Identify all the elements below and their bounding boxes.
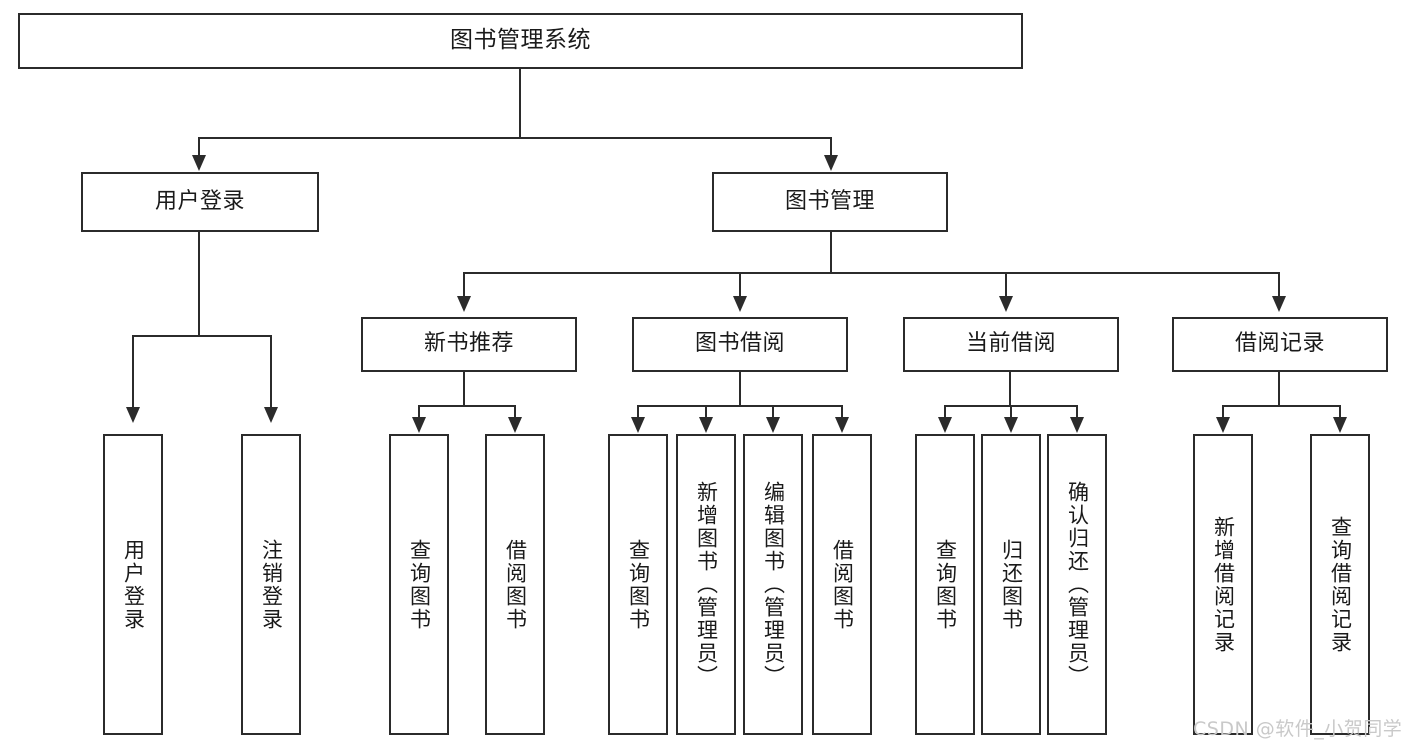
leaf-user-login[interactable]: 用户登录 bbox=[103, 434, 163, 735]
connector-book-borrow-stem bbox=[739, 372, 741, 407]
node-book-borrow-label: 图书借阅 bbox=[694, 331, 785, 357]
connector-book-manage-to-borrow-record bbox=[1278, 272, 1280, 298]
leaf-return-book-label: 归还图书 bbox=[999, 538, 1024, 631]
connector-book-manage-to-new-book bbox=[463, 272, 465, 298]
connector-book-borrow-bus bbox=[637, 405, 843, 407]
arrow-book-borrow-to-leaf-4 bbox=[835, 417, 849, 433]
leaf-query-book-1[interactable]: 查询图书 bbox=[389, 434, 449, 735]
connector-root-to-user-login bbox=[198, 137, 200, 157]
connector-current-borrow-stem bbox=[1009, 372, 1011, 407]
leaf-add-book-admin-label: 新增图书（管理员） bbox=[694, 481, 719, 688]
arrow-user-login-to-leaf-2 bbox=[264, 407, 278, 423]
connector-new-book-to-leaf-1 bbox=[418, 405, 420, 419]
leaf-add-borrow-record[interactable]: 新增借阅记录 bbox=[1193, 434, 1253, 735]
node-book-borrow[interactable]: 图书借阅 bbox=[632, 317, 848, 372]
connector-current-borrow-to-leaf-2 bbox=[1010, 405, 1012, 419]
arrow-root-to-book-manage bbox=[824, 155, 838, 171]
arrow-new-book-to-leaf-2 bbox=[508, 417, 522, 433]
connector-current-borrow-to-leaf-3 bbox=[1076, 405, 1078, 419]
leaf-query-borrow-record-label: 查询借阅记录 bbox=[1328, 515, 1353, 654]
leaf-borrow-book-1[interactable]: 借阅图书 bbox=[485, 434, 545, 735]
node-book-manage-label: 图书管理 bbox=[784, 188, 875, 214]
arrow-current-borrow-to-leaf-3 bbox=[1070, 417, 1084, 433]
connector-user-login-stem bbox=[198, 232, 200, 336]
leaf-add-book-admin[interactable]: 新增图书（管理员） bbox=[676, 434, 736, 735]
node-new-book-recommend[interactable]: 新书推荐 bbox=[361, 317, 577, 372]
watermark: CSDN @软件_小贺同学 bbox=[1193, 718, 1403, 740]
arrow-user-login-to-leaf-1 bbox=[126, 407, 140, 423]
connector-book-borrow-to-leaf-4 bbox=[841, 405, 843, 419]
connector-borrow-record-to-leaf-2 bbox=[1339, 405, 1341, 419]
leaf-return-book[interactable]: 归还图书 bbox=[981, 434, 1041, 735]
arrow-book-borrow-to-leaf-3 bbox=[766, 417, 780, 433]
connector-book-borrow-to-leaf-2 bbox=[705, 405, 707, 419]
connector-book-manage-to-current-borrow bbox=[1005, 272, 1007, 298]
leaf-logout[interactable]: 注销登录 bbox=[241, 434, 301, 735]
connector-book-borrow-to-leaf-3 bbox=[772, 405, 774, 419]
arrow-current-borrow-to-leaf-2 bbox=[1004, 417, 1018, 433]
connector-borrow-record-stem bbox=[1278, 372, 1280, 407]
node-current-borrow[interactable]: 当前借阅 bbox=[903, 317, 1119, 372]
connector-root-stem bbox=[519, 68, 521, 138]
leaf-edit-book-admin[interactable]: 编辑图书（管理员） bbox=[743, 434, 803, 735]
connector-book-manage-bus bbox=[463, 272, 1278, 274]
connector-current-borrow-to-leaf-1 bbox=[944, 405, 946, 419]
arrow-book-manage-to-borrow-record bbox=[1272, 296, 1286, 312]
connector-user-login-bus bbox=[132, 335, 270, 337]
arrow-borrow-record-to-leaf-1 bbox=[1216, 417, 1230, 433]
leaf-borrow-book-2[interactable]: 借阅图书 bbox=[812, 434, 872, 735]
leaf-query-book-1-label: 查询图书 bbox=[407, 538, 432, 631]
arrow-book-manage-to-book-borrow bbox=[733, 296, 747, 312]
node-root-system[interactable]: 图书管理系统 bbox=[18, 13, 1023, 69]
leaf-confirm-return-admin-label: 确认归还（管理员） bbox=[1065, 481, 1090, 688]
leaf-query-book-3[interactable]: 查询图书 bbox=[915, 434, 975, 735]
node-user-login[interactable]: 用户登录 bbox=[81, 172, 319, 232]
connector-user-login-to-leaf-1 bbox=[132, 335, 134, 409]
arrow-book-borrow-to-leaf-2 bbox=[699, 417, 713, 433]
connector-user-login-to-leaf-2 bbox=[270, 335, 272, 409]
leaf-confirm-return-admin[interactable]: 确认归还（管理员） bbox=[1047, 434, 1107, 735]
leaf-query-book-3-label: 查询图书 bbox=[933, 538, 958, 631]
arrow-current-borrow-to-leaf-1 bbox=[938, 417, 952, 433]
connector-book-manage-to-book-borrow bbox=[739, 272, 741, 298]
leaf-logout-label: 注销登录 bbox=[259, 538, 284, 631]
leaf-query-borrow-record[interactable]: 查询借阅记录 bbox=[1310, 434, 1370, 735]
node-book-manage[interactable]: 图书管理 bbox=[712, 172, 948, 232]
node-user-login-label: 用户登录 bbox=[154, 188, 245, 214]
leaf-borrow-book-2-label: 借阅图书 bbox=[830, 538, 855, 631]
arrow-book-manage-to-current-borrow bbox=[999, 296, 1013, 312]
leaf-borrow-book-1-label: 借阅图书 bbox=[503, 538, 528, 631]
connector-new-book-bus bbox=[418, 405, 516, 407]
arrow-new-book-to-leaf-1 bbox=[412, 417, 426, 433]
connector-borrow-record-to-leaf-1 bbox=[1222, 405, 1224, 419]
connector-book-borrow-to-leaf-1 bbox=[637, 405, 639, 419]
node-borrow-record-label: 借阅记录 bbox=[1234, 331, 1325, 357]
connector-book-manage-stem bbox=[830, 232, 832, 274]
node-borrow-record[interactable]: 借阅记录 bbox=[1172, 317, 1388, 372]
connector-root-to-book-manage bbox=[830, 137, 832, 157]
leaf-query-book-2-label: 查询图书 bbox=[626, 538, 651, 631]
connector-borrow-record-bus bbox=[1222, 405, 1341, 407]
arrow-book-borrow-to-leaf-1 bbox=[631, 417, 645, 433]
connector-new-book-to-leaf-2 bbox=[514, 405, 516, 419]
arrow-book-manage-to-new-book bbox=[457, 296, 471, 312]
leaf-query-book-2[interactable]: 查询图书 bbox=[608, 434, 668, 735]
node-root-system-label: 图书管理系统 bbox=[450, 27, 591, 54]
arrow-borrow-record-to-leaf-2 bbox=[1333, 417, 1347, 433]
leaf-user-login-label: 用户登录 bbox=[121, 538, 146, 631]
connector-root-bus bbox=[198, 137, 832, 139]
node-current-borrow-label: 当前借阅 bbox=[965, 331, 1056, 357]
leaf-add-borrow-record-label: 新增借阅记录 bbox=[1211, 515, 1236, 654]
node-new-book-recommend-label: 新书推荐 bbox=[423, 331, 514, 357]
connector-new-book-stem bbox=[463, 372, 465, 407]
leaf-edit-book-admin-label: 编辑图书（管理员） bbox=[761, 481, 786, 688]
arrow-root-to-user-login bbox=[192, 155, 206, 171]
